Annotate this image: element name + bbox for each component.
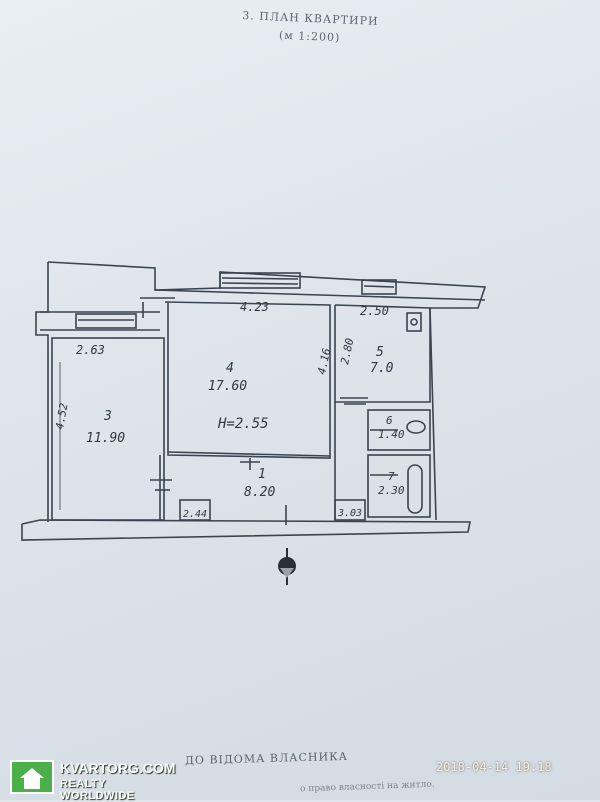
dim-room3-depth: 4.52	[53, 402, 70, 431]
room-3-number: 3	[103, 409, 112, 424]
room-7-number: 7	[388, 470, 395, 483]
stove-burner	[410, 318, 418, 326]
dim-room3-width: 2.63	[76, 343, 105, 357]
photo-timestamp: 2018-04-14 19:18	[436, 760, 552, 774]
room-7-area: 2.30	[378, 484, 405, 497]
facade-wall	[154, 289, 486, 301]
dim-closet-b: 3.03	[337, 508, 362, 519]
watermark-site: KVARTORG.COM	[60, 760, 176, 776]
closet-b	[334, 499, 366, 521]
house-icon	[10, 760, 54, 794]
room-4-outline	[164, 301, 331, 459]
closet-a	[179, 499, 211, 521]
room-5-number: 5	[376, 345, 384, 360]
room-7-outline	[367, 454, 431, 518]
watermark-logo: KVARTORG.COM REALTY WORLDWIDE	[6, 758, 181, 802]
dim-room5-width: 2.50	[360, 304, 389, 318]
outer-wall-left	[35, 262, 49, 522]
watermark-tagline: REALTY WORLDWIDE	[60, 778, 135, 802]
toilet-icon	[406, 420, 426, 434]
room-1-area: 8.20	[244, 485, 275, 500]
window-top-right	[361, 279, 397, 295]
room-1-number: 1	[258, 467, 266, 482]
room-6-outline	[367, 409, 431, 451]
window-pane	[363, 285, 395, 288]
room-6-number: 6	[386, 414, 393, 427]
dim-room4-width: 4.23	[240, 300, 269, 314]
room-3-area: 11.90	[86, 431, 125, 446]
bathtub-icon	[407, 464, 423, 514]
room-3-outline	[51, 337, 165, 521]
dim-room4-depth: 4.16	[315, 347, 333, 376]
room-4-partition	[167, 451, 331, 457]
window-pane	[221, 282, 299, 285]
dim-closet-a: 2.44	[183, 509, 207, 520]
room-4-area: 17.60	[208, 379, 247, 394]
window-left	[75, 313, 137, 329]
entrance-arrow-icon	[278, 548, 296, 585]
room-5-outline	[334, 304, 431, 403]
window-pane	[221, 277, 299, 280]
window-top-left	[219, 272, 301, 289]
dim-room5-depth: 2.80	[338, 337, 356, 366]
room-5-area: 7.0	[370, 361, 394, 376]
outer-wall-bottom	[21, 519, 471, 541]
stove-icon	[406, 312, 422, 332]
room-4-number: 4	[226, 361, 234, 376]
room-6-area: 1.40	[378, 428, 405, 441]
ceiling-height: H=2.55	[217, 416, 269, 432]
right-wall	[429, 307, 437, 521]
